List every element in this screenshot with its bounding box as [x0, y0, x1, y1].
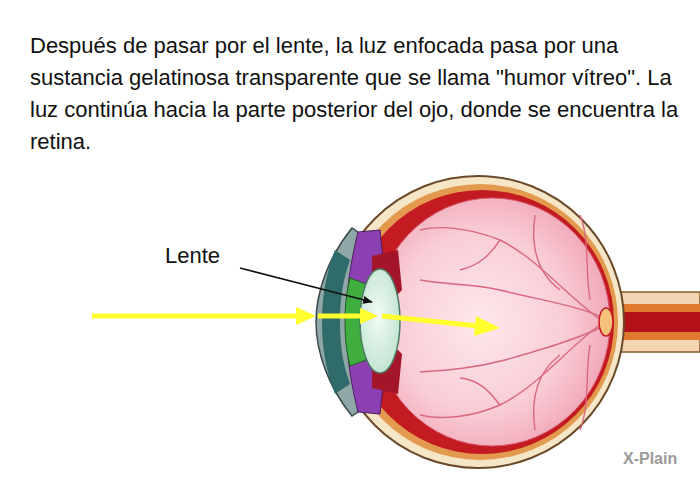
watermark: X-Plain — [623, 449, 677, 469]
vessel — [580, 345, 590, 430]
retina — [350, 190, 614, 454]
vessel — [534, 355, 560, 430]
arrowhead — [360, 308, 378, 324]
vessel — [534, 215, 560, 290]
arrowhead — [296, 307, 316, 325]
part-label: Lente — [165, 243, 220, 269]
vessel — [580, 215, 590, 300]
vessel — [420, 326, 604, 372]
vessel — [460, 240, 500, 270]
arrowhead — [474, 316, 500, 336]
vessel — [420, 322, 604, 418]
optic-disc — [599, 308, 613, 336]
choroid — [342, 184, 618, 460]
light-ray — [382, 316, 478, 326]
description-text: Después de pasar por el lente, la luz en… — [30, 30, 685, 158]
vessel — [460, 378, 500, 405]
sclera — [332, 176, 624, 468]
vitreous-humor — [374, 198, 610, 446]
light-ray — [92, 314, 298, 319]
leader-line — [240, 268, 372, 302]
vessel — [420, 228, 604, 322]
light-rays — [92, 307, 500, 336]
vessel — [420, 280, 604, 318]
lens — [360, 269, 400, 373]
